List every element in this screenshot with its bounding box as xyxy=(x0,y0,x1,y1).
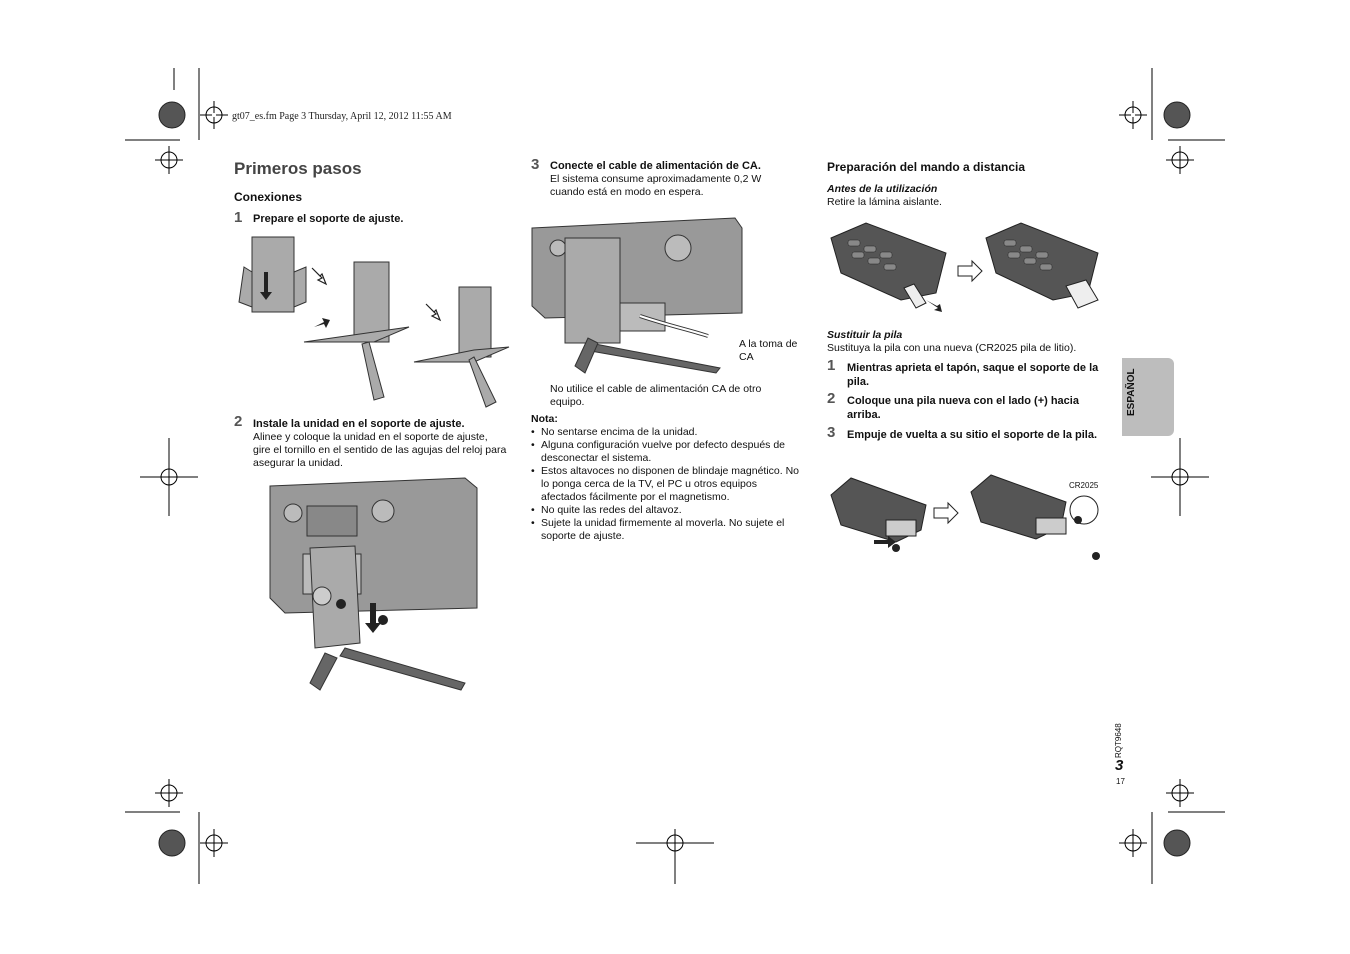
before-use-text: Retire la lámina aislante. xyxy=(827,196,942,208)
notes-list: No sentarse encima de la unidad. Alguna … xyxy=(531,426,803,543)
battery-step-3-number: 3 xyxy=(827,424,836,441)
replace-battery-heading: Sustituir la pila xyxy=(827,329,903,341)
before-use-heading: Antes de la utilización xyxy=(827,183,938,195)
battery-step-2-text: Coloque una pila nueva con el lado (+) h… xyxy=(847,395,1079,421)
step-1-title: Prepare el soporte de ajuste. xyxy=(253,213,404,225)
section-heading-conexiones: Conexiones xyxy=(234,190,303,204)
language-tab: ESPAÑOL xyxy=(1122,358,1174,436)
sub-page-number: 17 xyxy=(1116,777,1125,786)
step-1-number: 1 xyxy=(234,209,243,226)
ac-outlet-label: A la toma de CA xyxy=(739,338,798,363)
step-3-title: Conecte el cable de alimentación de CA. xyxy=(550,160,761,172)
battery-type-label: CR2025 xyxy=(1069,481,1099,490)
remote-section-heading: Preparación del mando a distancia xyxy=(827,160,1026,174)
note-item: Sujete la unidad firmemente al moverla. … xyxy=(531,517,803,543)
battery-step-2-number: 2 xyxy=(827,390,836,407)
doc-code: RQT9648 xyxy=(1114,723,1123,758)
stand-preparation-illustration xyxy=(238,236,510,408)
battery-step-1-text: Mientras aprieta el tapón, saque el sopo… xyxy=(847,362,1099,388)
step-2-title: Instale la unidad en el soporte de ajust… xyxy=(253,418,465,430)
battery-step-1-number: 1 xyxy=(827,357,836,374)
replace-battery-text: Sustituya la pila con una nueva (CR2025 … xyxy=(827,342,1077,354)
note-item: Estos altavoces no disponen de blindaje … xyxy=(531,465,803,504)
note-item: No sentarse encima de la unidad. xyxy=(531,426,803,439)
step-3-number: 3 xyxy=(531,156,540,173)
unit-on-stand-illustration xyxy=(269,477,478,691)
note-item: Alguna configuración vuelve por defecto … xyxy=(531,439,803,465)
remove-insulation-illustration xyxy=(830,222,1099,312)
battery-step-3-text: Empuje de vuelta a su sitio el soporte d… xyxy=(847,429,1098,441)
power-cable-warning: No utilice el cable de alimentación CA d… xyxy=(550,383,762,408)
step-2-body: Alinee y coloque la unidad en el soporte… xyxy=(253,431,507,469)
note-title: Nota: xyxy=(531,413,558,425)
power-connection-illustration xyxy=(531,217,743,374)
page-title: Primeros pasos xyxy=(234,159,362,178)
page-number: 3 xyxy=(1115,757,1124,774)
step-2-number: 2 xyxy=(234,413,243,430)
note-item: No quite las redes del altavoz. xyxy=(531,504,803,517)
file-header: gt07_es.fm Page 3 Thursday, April 12, 20… xyxy=(232,111,452,122)
battery-replacement-illustration xyxy=(830,474,1100,560)
step-3-body: El sistema consume aproximadamente 0,2 W… xyxy=(550,173,762,198)
language-tab-label: ESPAÑOL xyxy=(1126,368,1137,416)
